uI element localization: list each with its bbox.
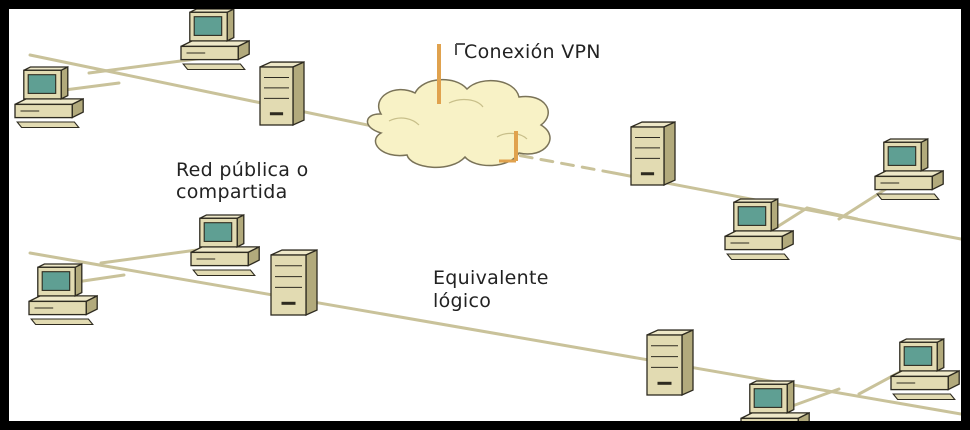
public-network-label-line1: Red pública o (176, 159, 309, 181)
server-icon (259, 61, 305, 127)
workstation-icon (190, 213, 260, 277)
lan-cable (612, 171, 961, 241)
public-network-label-line2: compartida (176, 181, 288, 203)
branch-cable (805, 206, 859, 221)
workstation-icon (890, 337, 960, 401)
server-icon (630, 121, 676, 187)
workstation-icon (724, 197, 794, 261)
workstation-icon (740, 379, 810, 421)
lan-cable (28, 53, 384, 130)
workstation-icon (28, 262, 98, 326)
server-icon (270, 249, 318, 317)
network-diagram (14, 9, 961, 421)
cloud-icon (366, 78, 551, 169)
workstation-icon (874, 137, 944, 201)
workstation-icon (14, 65, 84, 129)
workstation-icon (180, 9, 250, 71)
server-icon (646, 329, 694, 397)
lan-cable (28, 251, 961, 416)
logical-equivalent-label-line2: lógico (433, 290, 492, 312)
vpn-label: Conexión VPN (464, 41, 601, 63)
logical-equivalent-label-line1: Equivalente (433, 267, 549, 289)
